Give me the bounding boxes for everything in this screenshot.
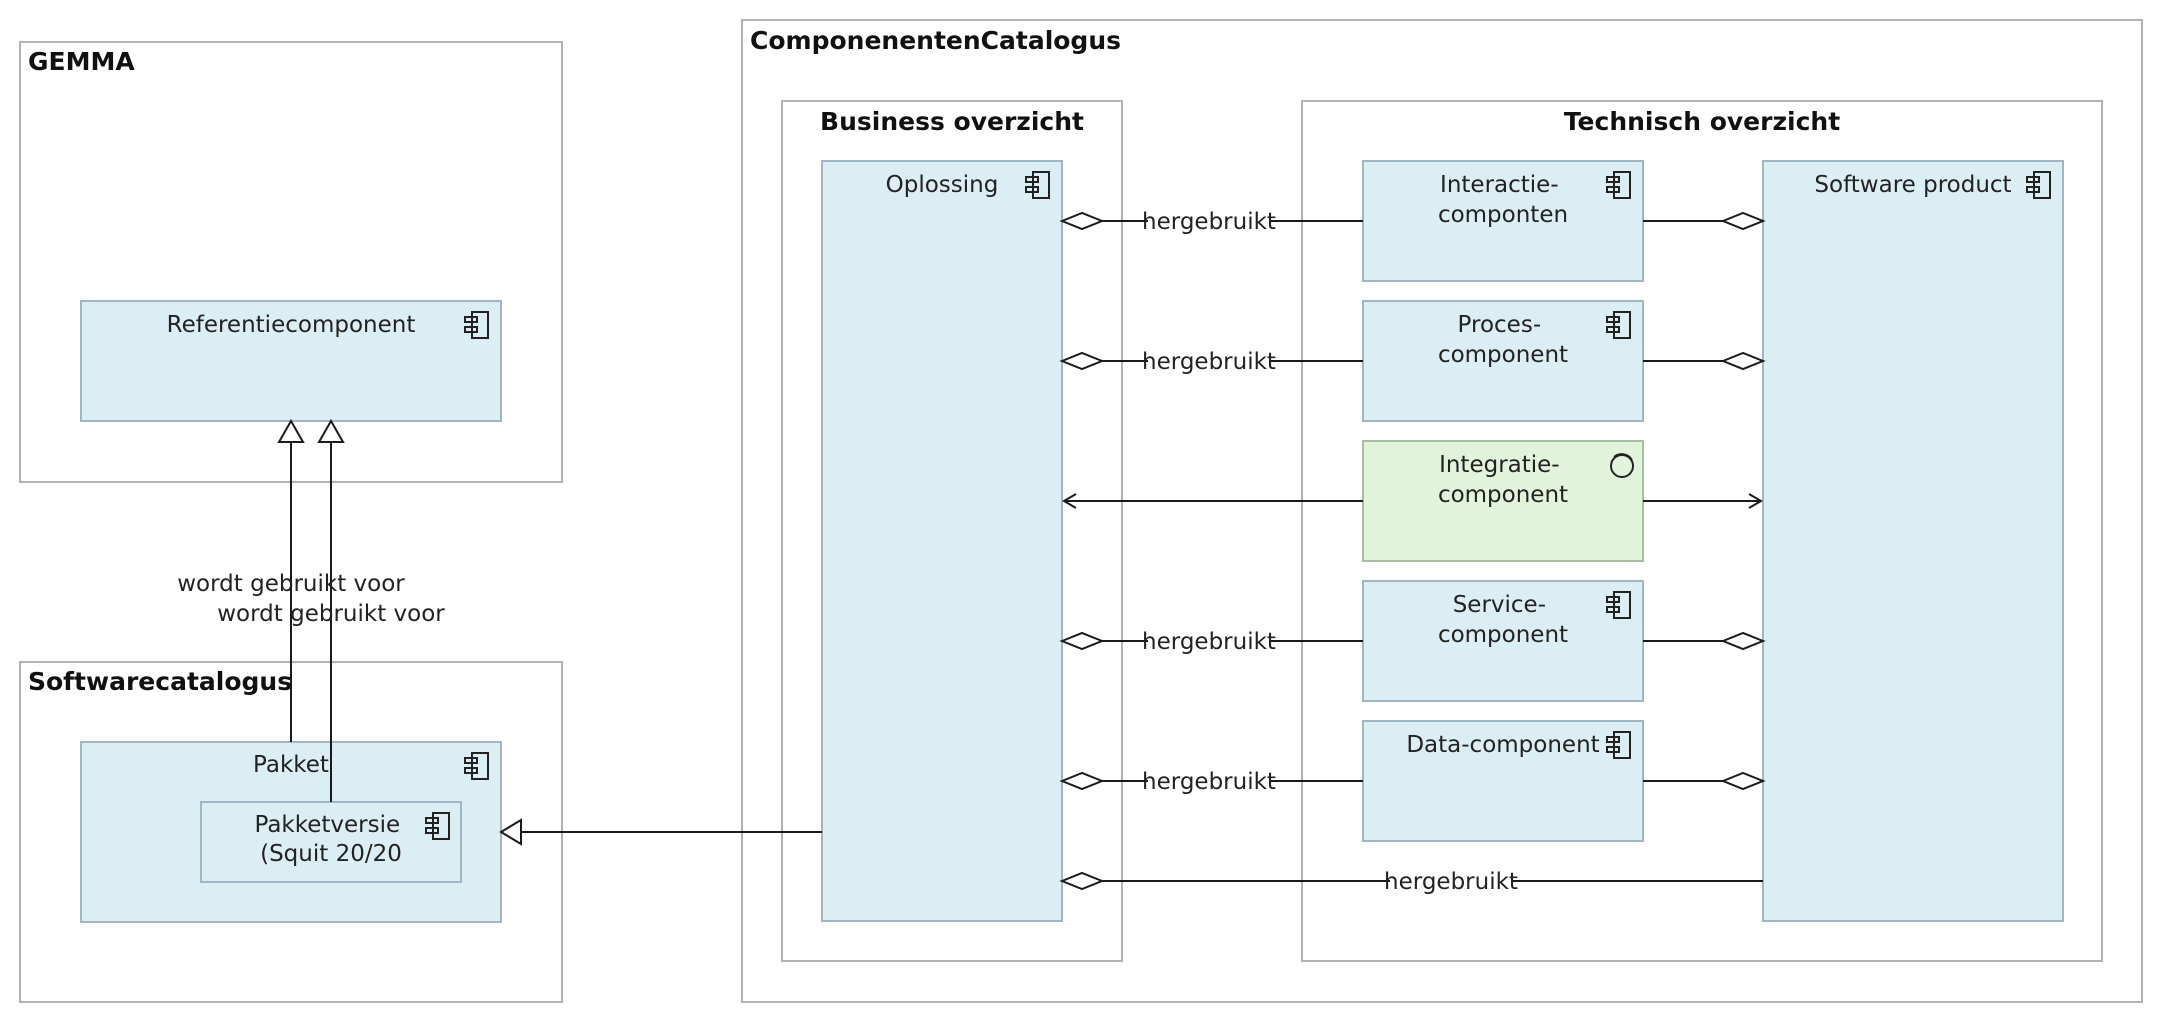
relation-integratie-software-product[interactable] — [1643, 493, 1763, 509]
interface-icon — [1610, 453, 1634, 478]
relation-service-software-product[interactable] — [1643, 631, 1766, 651]
software-product[interactable]: Software product — [1762, 160, 2064, 922]
relation-oplossing-data[interactable]: hergebruikt — [1059, 766, 1363, 795]
relation-label-wordt-gebruikt-voor-2: wordt gebruikt voor — [217, 601, 445, 627]
proces-component[interactable]: Proces- component — [1362, 300, 1644, 422]
relation-pakket-referentiecomponent[interactable] — [277, 418, 305, 742]
service-label: Service- component — [1438, 592, 1568, 648]
relation-data-software-product[interactable] — [1643, 771, 1766, 791]
component-icon — [1606, 171, 1631, 199]
pakket-label: Pakket — [253, 752, 329, 778]
oplossing-label: Oplossing — [886, 172, 999, 198]
oplossing[interactable]: Oplossing — [821, 160, 1063, 922]
relation-label-hergebruikt: hergebruikt — [1384, 869, 1518, 895]
relation-proces-software-product[interactable] — [1643, 351, 1766, 371]
relation-oplossing-software-product[interactable]: hergebruikt — [1059, 866, 1763, 895]
relation-label-hergebruikt: hergebruikt — [1142, 349, 1276, 375]
relation-interactie-software-product[interactable] — [1643, 211, 1766, 231]
gemma-group-title: GEMMA — [28, 47, 135, 76]
relation-label-hergebruikt: hergebruikt — [1142, 769, 1276, 795]
relation-oplossing-service[interactable]: hergebruikt — [1059, 626, 1363, 655]
pakketversie[interactable]: Pakketversie (Squit 20/20 — [200, 801, 462, 883]
relation-oplossing-interactie[interactable]: hergebruikt — [1059, 206, 1363, 235]
relation-label-hergebruikt: hergebruikt — [1142, 209, 1276, 235]
componentencatalogus-group-title: ComponenentenCatalogus — [750, 26, 1121, 55]
software-product-label: Software product — [1814, 172, 2011, 198]
relation-label-hergebruikt: hergebruikt — [1142, 629, 1276, 655]
data-component[interactable]: Data-component — [1362, 720, 1644, 842]
component-icon — [464, 311, 489, 339]
data-component-label: Data-component — [1406, 732, 1599, 758]
component-icon — [2026, 171, 2051, 199]
relation-pakketversie-referentiecomponent[interactable] — [317, 418, 345, 802]
interactie-label: Interactie- componten — [1438, 172, 1568, 228]
technisch-overzicht-title: Technisch overzicht — [1564, 107, 1840, 136]
component-icon — [1606, 591, 1631, 619]
integratie-component[interactable]: Integratie- component — [1362, 440, 1644, 562]
pakketversie-label: Pakketversie (Squit 20/20 — [255, 812, 408, 867]
component-icon — [1606, 311, 1631, 339]
referentiecomponent-label: Referentiecomponent — [167, 312, 416, 338]
relation-oplossing-pakket[interactable] — [499, 818, 822, 846]
proces-label: Proces- component — [1438, 312, 1568, 368]
component-icon — [1606, 731, 1631, 759]
relation-label-wordt-gebruikt-voor-1: wordt gebruikt voor — [177, 571, 405, 597]
service-component[interactable]: Service- component — [1362, 580, 1644, 702]
component-icon — [425, 812, 450, 840]
business-overzicht-title: Business overzicht — [820, 107, 1084, 136]
softwarecatalogus-group-title: Softwarecatalogus — [28, 667, 292, 696]
relation-oplossing-proces[interactable]: hergebruikt — [1059, 346, 1363, 375]
relation-integratie-oplossing[interactable] — [1062, 493, 1363, 509]
component-icon — [1025, 171, 1050, 199]
referentiecomponent[interactable]: Referentiecomponent — [80, 300, 502, 422]
component-icon — [464, 752, 489, 780]
interactie-componenten[interactable]: Interactie- componten — [1362, 160, 1644, 282]
integratie-label: Integratie- component — [1438, 452, 1568, 508]
